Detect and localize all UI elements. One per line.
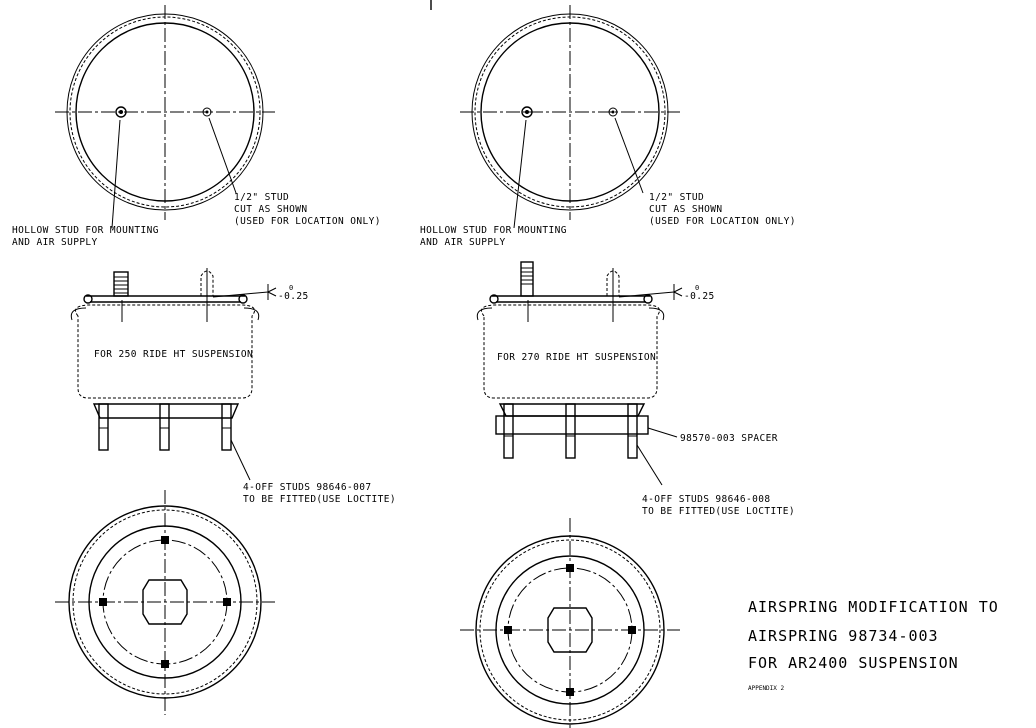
left-base-plate (92, 403, 240, 419)
title-line-3: FOR AR2400 SUSPENSION (748, 654, 959, 672)
right-stud-note-2: CUT AS SHOWN (649, 204, 722, 215)
right-bolt-bottom-icon (566, 688, 574, 696)
left-tolerance-bottom: -0.25 (278, 291, 309, 302)
right-hollow-note-1: HOLLOW STUD FOR MOUNTING (420, 225, 567, 236)
left-studs-note-1: 4-OFF STUDS 98646-007 (243, 482, 372, 493)
right-spacer-plate (495, 415, 649, 435)
left-stud-note-1: 1/2" STUD (234, 192, 289, 203)
right-hollow-note-2: AND AIR SUPPLY (420, 237, 506, 248)
left-tolerance-top: 0 (289, 284, 293, 292)
left-cut-stud-icon (200, 268, 214, 300)
left-bellow-body (75, 304, 255, 399)
right-center-boss (547, 607, 593, 653)
left-hollow-leader (111, 119, 121, 229)
right-cut-stud-icon (606, 268, 620, 300)
left-bolt-top-icon (161, 536, 169, 544)
right-studs-leader (636, 444, 663, 486)
left-side-view (70, 268, 277, 481)
title-block: AIRSPRING MODIFICATION TO AIRSPRING 9873… (748, 598, 999, 692)
title-line-1: AIRSPRING MODIFICATION TO (748, 598, 999, 616)
left-location-stud-top-icon (202, 107, 212, 117)
left-studs-note-2: TO BE FITTED(USE LOCTITE) (243, 494, 396, 505)
right-spacer-label: 98570-003 SPACER (680, 433, 778, 444)
left-bolt-left-icon (99, 598, 107, 606)
right-bolt-left-icon (504, 626, 512, 634)
right-body-label: FOR 270 RIDE HT SUSPENSION (497, 352, 656, 363)
right-spacer-leader (647, 427, 678, 438)
left-bottom-view (55, 490, 275, 715)
left-hollow-note-2: AND AIR SUPPLY (12, 237, 98, 248)
right-tolerance-top: 0 (695, 284, 699, 292)
left-plate-right-end (238, 294, 248, 304)
right-stud-note-1: 1/2" STUD (649, 192, 704, 203)
left-bottom-studs (98, 403, 232, 451)
right-hollow-stud-top-icon (521, 106, 533, 118)
left-hollow-note-1: HOLLOW STUD FOR MOUNTING (12, 225, 159, 236)
right-side-view (476, 261, 683, 486)
right-bolt-top-icon (566, 564, 574, 572)
left-body-label: FOR 250 RIDE HT SUSPENSION (94, 349, 253, 360)
left-top-view (55, 5, 275, 229)
right-base-plate (498, 403, 646, 417)
right-hollow-stud-icon (520, 261, 534, 297)
left-plate-left-end (83, 294, 93, 304)
left-bolt-bottom-icon (161, 660, 169, 668)
left-stud-note-2: CUT AS SHOWN (234, 204, 307, 215)
right-studs-note-2: TO BE FITTED(USE LOCTITE) (642, 506, 795, 517)
right-location-stud-top-icon (608, 107, 618, 117)
left-hollow-stud-top-icon (115, 106, 127, 118)
title-line-2: AIRSPRING 98734-003 (748, 627, 939, 645)
right-bellow-body (481, 304, 660, 399)
left-stud-note-3: (USED FOR LOCATION ONLY) (234, 216, 381, 227)
left-hollow-stud-icon (113, 271, 129, 297)
right-tolerance-bottom: -0.25 (684, 291, 715, 302)
left-bolt-right-icon (223, 598, 231, 606)
left-stud-leader (208, 117, 237, 194)
right-bottom-studs (503, 403, 638, 459)
right-bolt-right-icon (628, 626, 636, 634)
right-stud-note-3: (USED FOR LOCATION ONLY) (649, 216, 796, 227)
left-center-boss (142, 579, 188, 625)
right-studs-note-1: 4-OFF STUDS 98646-008 (642, 494, 771, 505)
right-bottom-view (460, 518, 680, 728)
right-top-view (460, 5, 680, 229)
appendix-label: APPENDIX 2 (748, 685, 785, 692)
left-studs-leader (230, 439, 251, 481)
